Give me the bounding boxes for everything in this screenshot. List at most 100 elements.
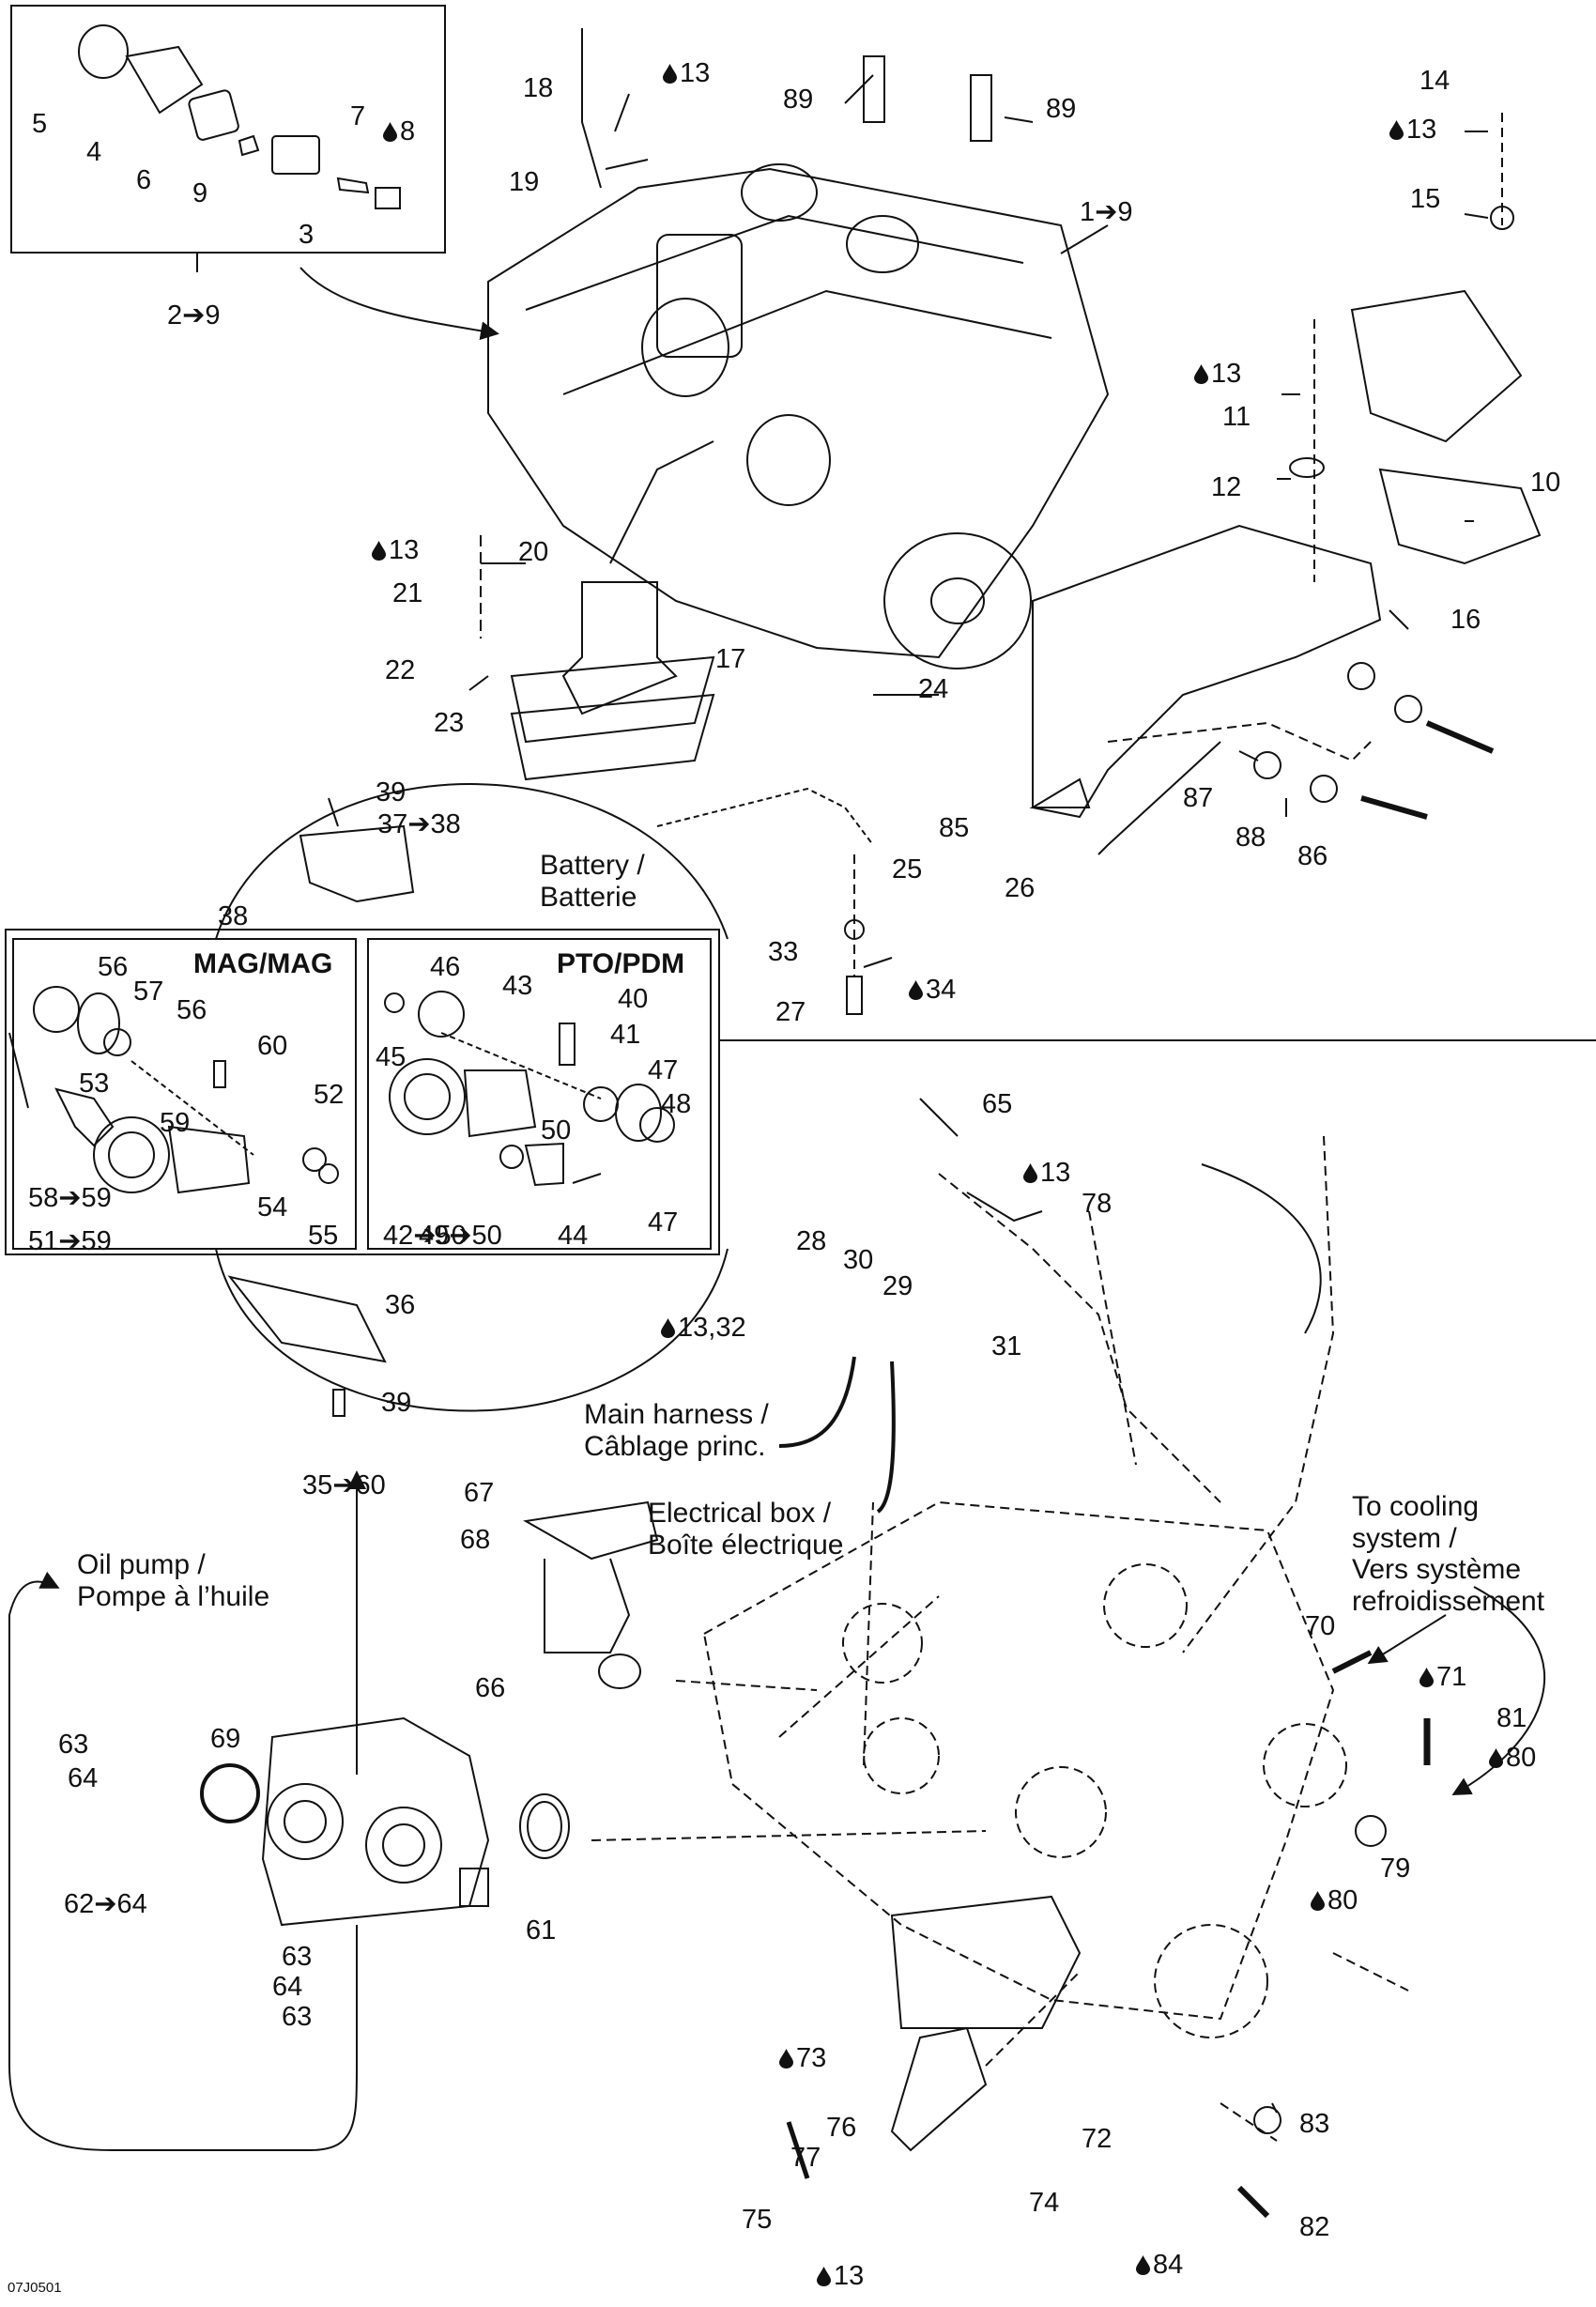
callout: 4: [86, 137, 102, 167]
callout: 30: [843, 1245, 874, 1275]
callout: 87: [1183, 783, 1214, 813]
callout: 83: [1299, 2109, 1330, 2139]
callout: 5: [32, 109, 48, 139]
callout: 79: [1380, 1853, 1411, 1884]
electrical-box-note: Electrical box /Boîte électrique: [648, 1498, 844, 1561]
callout: 74: [1029, 2188, 1060, 2218]
callout: 6: [136, 165, 152, 195]
callout: 39: [381, 1388, 412, 1418]
callout: 75: [742, 2205, 773, 2235]
callout: 19: [509, 167, 540, 197]
callout: 50: [541, 1115, 572, 1146]
callout: 26: [1005, 873, 1036, 903]
callout: 89: [783, 85, 814, 115]
callout: 45: [376, 1042, 407, 1072]
callout: 48: [661, 1089, 692, 1119]
callout: 46: [430, 952, 461, 982]
callout: 8: [383, 118, 415, 146]
figure-code: 07J0501: [8, 2280, 62, 2296]
callout: 13: [1194, 361, 1241, 388]
callout: 16: [1450, 605, 1481, 635]
callout: 27: [775, 997, 806, 1027]
callout: 78: [1082, 1189, 1113, 1219]
callout: 37➔38: [377, 809, 461, 839]
callout: 57: [133, 977, 164, 1007]
callout: 61: [526, 1915, 557, 1946]
callout: 82: [1299, 2212, 1330, 2242]
callout: 69: [210, 1724, 241, 1754]
callout: 63: [282, 2002, 313, 2032]
callout: 17: [715, 644, 746, 674]
oil-drop-icon: [661, 1316, 675, 1338]
callout: 51➔59: [28, 1226, 112, 1256]
mag-box-title: MAG/MAG: [193, 948, 333, 979]
throttle-body: [261, 1716, 490, 1927]
callout: 80: [1489, 1745, 1536, 1772]
oil-drop-icon: [1023, 1161, 1037, 1183]
callout: 13,32: [661, 1315, 746, 1342]
callout: 13: [1023, 1160, 1070, 1187]
callout: 11: [1222, 402, 1251, 432]
callout: 64: [68, 1763, 99, 1793]
callout: 35➔60: [302, 1470, 386, 1500]
callout: 76: [826, 2113, 857, 2143]
oil-drop-icon: [383, 120, 397, 142]
callout: 84: [1136, 2252, 1183, 2279]
callout: 85: [939, 813, 970, 843]
callout: 14: [1420, 66, 1450, 96]
callout: 80: [1311, 1887, 1358, 1915]
callout: 86: [1297, 841, 1328, 871]
oil-drop-icon: [1311, 1889, 1325, 1911]
oil-drop-icon: [909, 978, 923, 1000]
callout: 47: [648, 1055, 679, 1085]
callout: 20: [518, 537, 549, 567]
callout: 12: [1211, 472, 1242, 502]
engine-lower: [591, 1135, 1409, 2142]
callout: 2➔9: [167, 300, 221, 331]
callout: 88: [1235, 823, 1266, 853]
callout: 13: [663, 60, 710, 87]
callout: 66: [475, 1673, 506, 1703]
callout: 63: [58, 1730, 89, 1760]
callout: 22: [385, 655, 416, 685]
callout: 56: [176, 995, 207, 1025]
oil-drop-icon: [1194, 362, 1208, 384]
callout: 31: [991, 1331, 1022, 1361]
mag-box: [12, 938, 357, 1250]
callout: 55: [308, 1221, 339, 1251]
callout: 58➔59: [28, 1183, 112, 1213]
bracket: [1032, 524, 1382, 819]
engine-mount: [561, 581, 678, 715]
callout: 39: [376, 777, 407, 807]
callout: 24: [918, 674, 949, 704]
callout: 68: [460, 1525, 491, 1555]
callout: 62➔64: [64, 1889, 147, 1919]
callout: 72: [1082, 2124, 1113, 2154]
oil-drop-icon: [1136, 2253, 1150, 2275]
callout: 67: [464, 1478, 495, 1508]
callout: 29: [882, 1271, 913, 1301]
callout: 59: [160, 1108, 191, 1138]
oil-drop-icon: [1420, 1666, 1434, 1687]
o-ring: [200, 1763, 260, 1823]
callout: 54: [257, 1192, 288, 1223]
callout: 40: [618, 984, 649, 1014]
pto-box-title: PTO/PDM: [557, 948, 685, 979]
callout: 3: [299, 220, 315, 250]
callout: 65: [982, 1089, 1013, 1119]
oil-drop-icon: [1489, 1746, 1503, 1768]
callout: 33: [768, 937, 799, 967]
oil-drop-icon: [779, 2047, 793, 2069]
callout: 9: [192, 178, 208, 208]
oil-drop-icon: [372, 539, 386, 561]
callout: 89: [1046, 94, 1077, 124]
pto-box: [367, 938, 712, 1250]
callout: 13: [1389, 116, 1436, 144]
callout: 18: [523, 73, 554, 103]
callout: 42➔50: [383, 1221, 467, 1251]
callout: 34: [909, 977, 956, 1004]
callout: 60: [257, 1031, 288, 1061]
callout: 10: [1530, 468, 1561, 498]
